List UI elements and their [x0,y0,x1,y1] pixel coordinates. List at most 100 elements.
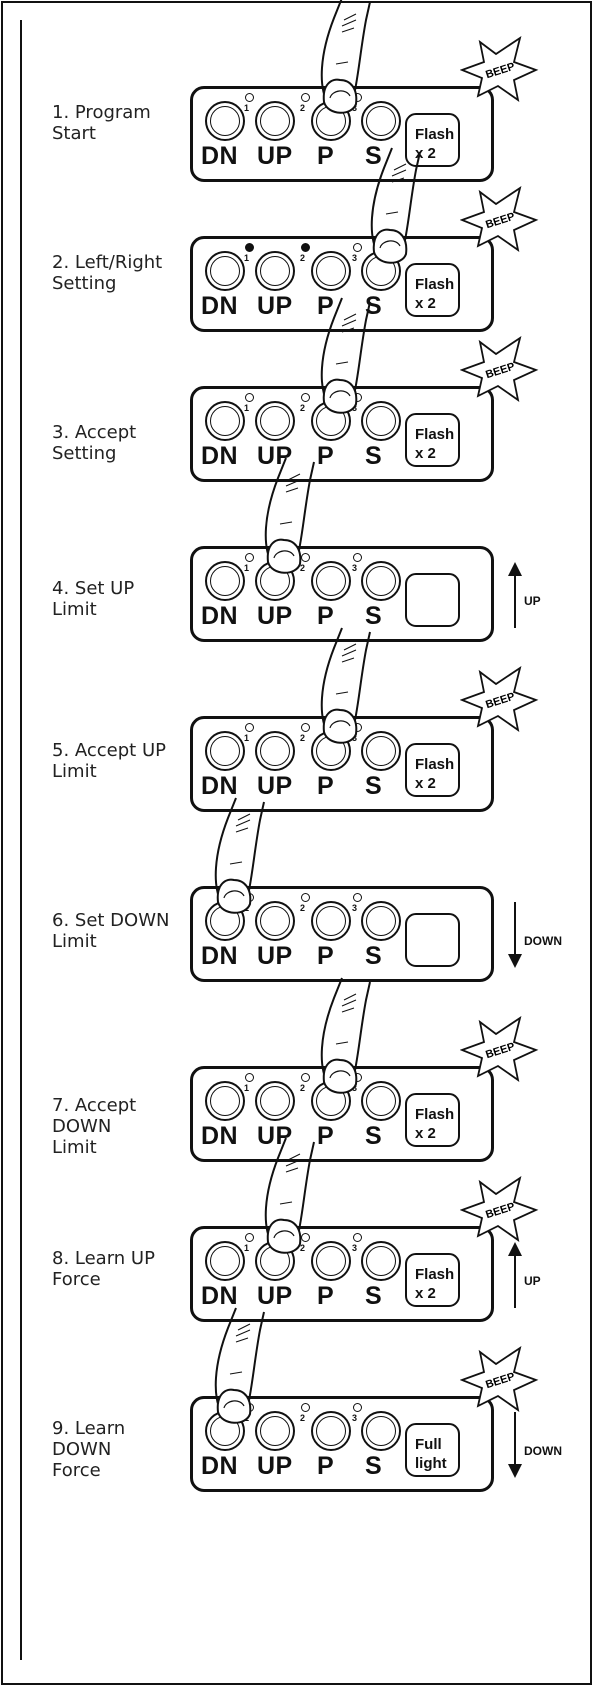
button-p[interactable] [311,901,351,941]
led-indicator-1 [245,1073,254,1082]
led-indicator-3 [353,893,362,902]
beep-star-icon: BEEP [460,185,539,253]
led-number-2: 2 [300,903,306,913]
beep-star-icon: BEEP [460,1175,539,1243]
button-dn[interactable] [205,1081,245,1121]
led-indicator-2 [301,1403,310,1412]
led-number-2: 2 [300,253,306,263]
led-number-2: 2 [300,1243,306,1253]
display-text: Flash x 2 [415,426,455,462]
key-label-p: P [317,772,335,800]
up-arrow-icon [508,562,522,628]
button-p[interactable] [311,1241,351,1281]
key-label-up: UP [257,1122,293,1150]
button-up[interactable] [255,251,295,291]
key-label-dn: DN [201,1452,239,1480]
button-up[interactable] [255,401,295,441]
button-p[interactable] [311,251,351,291]
finger-press-icon [214,797,265,914]
led-number-2: 2 [300,563,306,573]
key-label-p: P [317,1282,335,1310]
key-label-s: S [365,442,383,470]
led-number-3: 3 [352,1243,358,1253]
led-number-3: 3 [352,1413,358,1423]
key-label-s: S [365,142,383,170]
up-arrow-icon [508,1242,522,1308]
led-indicator-1 [245,1233,254,1242]
button-p[interactable] [311,1411,351,1451]
button-s[interactable] [361,1241,401,1281]
button-s[interactable] [361,1081,401,1121]
key-label-up: UP [257,292,293,320]
key-label-up: UP [257,1282,293,1310]
beep-star-icon: BEEP [460,335,539,403]
led-indicator-2 [301,243,310,252]
led-number-1: 1 [244,563,250,573]
button-up[interactable] [255,1411,295,1451]
beep-star-icon: BEEP [460,1345,539,1413]
button-s[interactable] [361,101,401,141]
led-indicator-2 [301,93,310,102]
button-up[interactable] [255,101,295,141]
button-s[interactable] [361,401,401,441]
led-indicator-1 [245,553,254,562]
button-p[interactable] [311,561,351,601]
led-indicator-1 [245,723,254,732]
step-label: 8. Learn UP Force [52,1248,155,1290]
button-up[interactable] [255,901,295,941]
step-label: 6. Set DOWN Limit [52,910,170,952]
button-up[interactable] [255,731,295,771]
button-dn[interactable] [205,101,245,141]
key-label-dn: DN [201,292,239,320]
led-indicator-2 [301,553,310,562]
key-label-p: P [317,942,335,970]
button-dn[interactable] [205,251,245,291]
status-display: Flash x 2 [405,1093,460,1147]
status-display: Full light [405,1423,460,1477]
led-number-3: 3 [352,563,358,573]
button-s[interactable] [361,731,401,771]
step-label: 5. Accept UP Limit [52,740,166,782]
step-label: 1. Program Start [52,102,151,144]
led-number-2: 2 [300,733,306,743]
led-indicator-3 [353,1233,362,1242]
key-label-p: P [317,1122,335,1150]
led-number-2: 2 [300,403,306,413]
display-text: Flash x 2 [415,756,455,792]
display-text: Flash x 2 [415,276,455,312]
button-dn[interactable] [205,401,245,441]
button-up[interactable] [255,1081,295,1121]
button-s[interactable] [361,901,401,941]
led-indicator-1 [245,243,254,252]
down-arrow-icon [508,1412,522,1478]
finger-press-icon [370,147,421,264]
step-label: 4. Set UP Limit [52,578,135,620]
status-display [405,573,460,627]
key-label-up: UP [257,772,293,800]
key-label-dn: DN [201,1122,239,1150]
button-dn[interactable] [205,1241,245,1281]
button-dn[interactable] [205,731,245,771]
direction-label: DOWN [524,1444,562,1458]
status-display: Flash x 2 [405,1253,460,1307]
key-label-p: P [317,442,335,470]
beep-star-icon: BEEP [460,1015,539,1083]
direction-label: UP [524,1274,541,1288]
status-display: Flash x 2 [405,743,460,797]
direction-label: UP [524,594,541,608]
button-dn[interactable] [205,561,245,601]
led-number-1: 1 [244,733,250,743]
finger-press-icon [264,457,315,574]
button-s[interactable] [361,561,401,601]
key-label-s: S [365,1122,383,1150]
button-s[interactable] [361,1411,401,1451]
key-label-dn: DN [201,942,239,970]
